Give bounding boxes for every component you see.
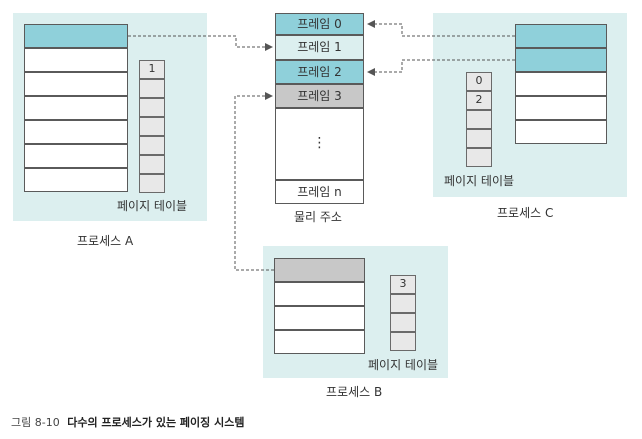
process-a-pt-entry xyxy=(139,79,165,98)
process-b-page-0 xyxy=(274,258,365,282)
frame-1: 프레임 1 xyxy=(275,35,364,60)
process-b-page-3 xyxy=(274,330,365,354)
arrow-a-to-frame-1 xyxy=(128,35,273,51)
figure-title: 다수의 프로세스가 있는 페이징 시스템 xyxy=(67,416,245,429)
frame-3: 프레임 3 xyxy=(275,84,364,108)
process-c-panel: 0 2 페이지 테이블 xyxy=(433,13,627,197)
process-a-page-table-label: 페이지 테이블 xyxy=(117,199,188,213)
process-c-pt-entry: 2 xyxy=(466,91,492,110)
process-a-page-2 xyxy=(24,72,128,96)
process-a-pt-entry xyxy=(139,155,165,174)
figure-number: 그림 8-10 xyxy=(11,416,60,429)
process-c-page-0 xyxy=(515,24,607,48)
process-a-page-4 xyxy=(24,120,128,144)
process-b-page-2 xyxy=(274,306,365,330)
process-a-page-3 xyxy=(24,96,128,120)
frame-middle: ⋮ xyxy=(275,108,364,180)
process-c-pt-entry xyxy=(466,148,492,167)
process-b-panel: 3 페이지 테이블 xyxy=(263,246,448,378)
process-b-pt-entry xyxy=(390,313,416,332)
process-c-pt-entry xyxy=(466,129,492,148)
process-a-page-0 xyxy=(24,24,128,48)
process-b-page-table-label: 페이지 테이블 xyxy=(368,358,439,372)
process-c-page-table-label: 페이지 테이블 xyxy=(444,174,515,188)
process-c-page-4 xyxy=(515,120,607,144)
process-b-pt-entry xyxy=(390,294,416,313)
process-b-page-1 xyxy=(274,282,365,306)
process-a-page-6 xyxy=(24,168,128,192)
process-c-pt-entry: 0 xyxy=(466,72,492,91)
frame-2: 프레임 2 xyxy=(275,60,364,84)
process-c-page-3 xyxy=(515,96,607,120)
process-c-page-2 xyxy=(515,72,607,96)
process-a-pt-entry xyxy=(139,174,165,193)
process-a-label: 프로세스 A xyxy=(77,234,134,248)
physical-address-label: 물리 주소 xyxy=(294,210,342,224)
process-c-page-1 xyxy=(515,48,607,72)
frame-n: 프레임 n xyxy=(275,180,364,204)
process-b-pt-entry: 3 xyxy=(390,275,416,294)
arrow-b-to-frame-3 xyxy=(234,92,274,271)
process-c-pt-entry xyxy=(466,110,492,129)
process-c-label: 프로세스 C xyxy=(497,206,554,220)
figure-caption: 그림 8-10 다수의 프로세스가 있는 페이징 시스템 xyxy=(11,414,244,430)
arrow-c-to-frame-2 xyxy=(367,59,515,76)
process-b-label: 프로세스 B xyxy=(326,385,383,399)
frame-0: 프레임 0 xyxy=(275,13,364,35)
arrow-c-to-frame-0 xyxy=(367,20,515,37)
process-a-pt-entry: 1 xyxy=(139,60,165,79)
process-b-pt-entry xyxy=(390,332,416,351)
process-a-pt-entry xyxy=(139,136,165,155)
frames-ellipsis: ⋮ xyxy=(312,135,327,151)
process-a-page-1 xyxy=(24,48,128,72)
process-a-panel: 1 페이지 테이블 xyxy=(13,13,207,221)
process-a-pt-entry xyxy=(139,117,165,136)
process-a-page-5 xyxy=(24,144,128,168)
process-a-pt-entry xyxy=(139,98,165,117)
